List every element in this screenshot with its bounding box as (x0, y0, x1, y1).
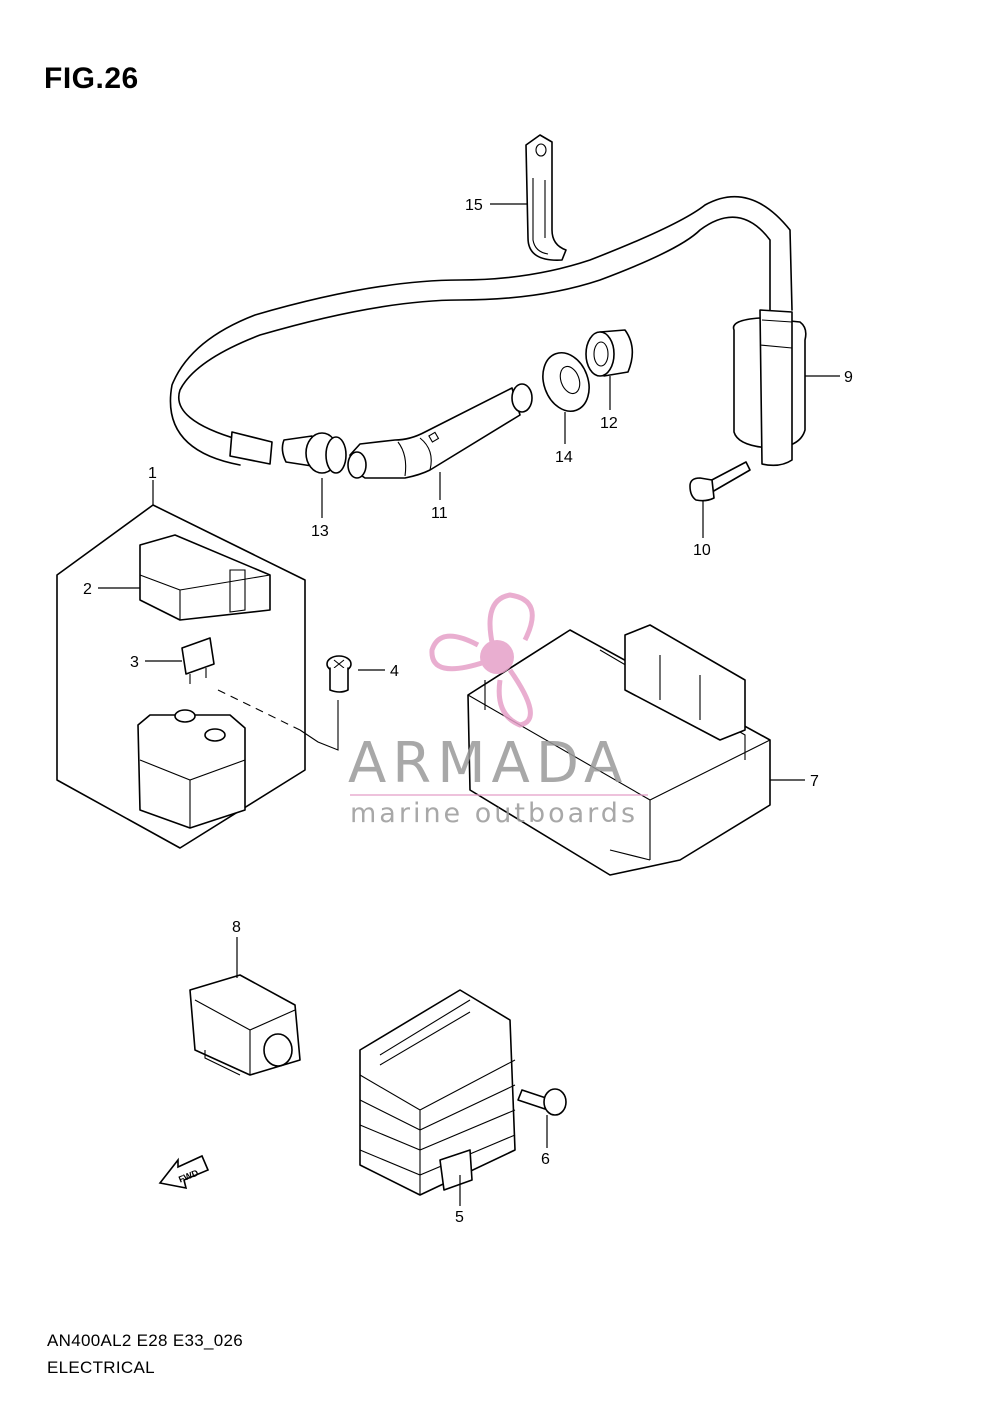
part-11-plug-cap (347, 383, 533, 479)
callout-12: 12 (600, 415, 618, 432)
callout-11: 11 (431, 505, 448, 522)
figure-title: FIG.26 (44, 62, 139, 95)
part-7-ecm (467, 624, 771, 876)
part-5-regulator (359, 989, 516, 1196)
part-1-relay-assembly (56, 504, 339, 849)
callout-6: 6 (541, 1151, 550, 1168)
part-4-screw (326, 655, 352, 693)
callout-1: 1 (148, 465, 157, 482)
part-15-clamp (525, 134, 567, 261)
part-8-connector (189, 974, 301, 1076)
armada-watermark: ARMADA marine outboards (348, 592, 648, 829)
high-tension-lead (169, 195, 793, 466)
callout-labels: 15 1 2 3 4 13 11 14 12 9 10 7 8 5 6 (83, 197, 853, 1226)
diagram-code: AN400AL2 E28 E33_026 (47, 1331, 243, 1350)
part-14-washer (542, 352, 590, 412)
callout-3: 3 (130, 654, 139, 671)
part-13-grommet (281, 432, 347, 474)
callout-13: 13 (311, 523, 329, 540)
callout-9: 9 (844, 369, 853, 386)
section-name: ELECTRICAL (47, 1358, 155, 1377)
callout-8: 8 (232, 919, 241, 936)
fwd-arrow-icon: FWD (158, 1154, 210, 1190)
callout-14: 14 (555, 449, 573, 466)
watermark-brand: ARMADA (348, 731, 628, 796)
callout-7: 7 (810, 773, 819, 790)
callout-15: 15 (465, 197, 483, 214)
part-9-ignition-coil (732, 309, 807, 467)
watermark-tagline: marine outboards (350, 798, 638, 829)
part-6-bolt (517, 1088, 567, 1116)
callout-2: 2 (83, 581, 92, 598)
callout-10: 10 (693, 542, 711, 559)
part-10-bolt (689, 461, 751, 502)
part-12-sleeve (585, 329, 634, 377)
callout-5: 5 (455, 1209, 464, 1226)
propeller-logo-icon (429, 592, 535, 728)
callout-4: 4 (390, 663, 399, 680)
leader-lines (98, 203, 840, 1206)
